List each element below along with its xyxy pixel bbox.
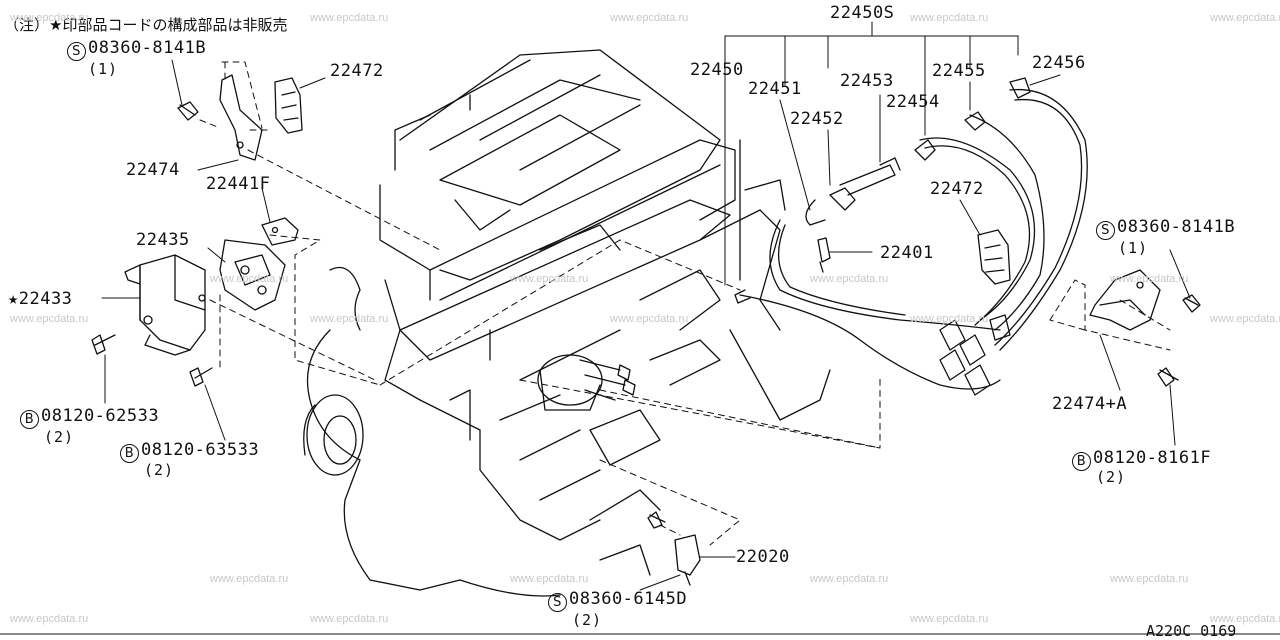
bolts-left-drawing — [91, 101, 213, 387]
assembly-dashed-lines — [199, 61, 1171, 546]
fastener-4-qty: (1) — [1118, 239, 1149, 257]
watermark: www.epcdata.ru — [910, 613, 989, 625]
watermark: www.epcdata.ru — [1210, 313, 1280, 325]
watermark: www.epcdata.ru — [910, 313, 989, 325]
fastener-6-qty: (2) — [572, 611, 603, 629]
spark-plug-drawing — [817, 237, 831, 273]
ignition-coil-drawing — [124, 254, 206, 356]
watermark: www.epcdata.ru — [1210, 613, 1280, 625]
bolts-right-drawing — [1157, 294, 1201, 387]
fastener-5-qty: (2) — [1096, 468, 1127, 486]
bracket-22474a-drawing — [1089, 269, 1161, 331]
part-22435: 22435 — [136, 230, 190, 250]
watermark: www.epcdata.ru — [210, 273, 289, 285]
watermark: www.epcdata.ru — [1110, 573, 1189, 585]
part-22454: 22454 — [886, 92, 940, 112]
part-22451: 22451 — [748, 79, 802, 99]
fastener-5-prefix: B — [1072, 452, 1091, 471]
part-22020: 22020 — [736, 547, 790, 567]
fastener-2-prefix: B — [20, 410, 39, 429]
fastener-3-prefix: B — [120, 444, 139, 463]
clip-22472-left-drawing — [274, 77, 303, 134]
bracket-22474-drawing — [219, 74, 263, 161]
part-22401: 22401 — [880, 243, 934, 263]
diagram-code: A220C 0169 — [1146, 622, 1237, 640]
watermark: www.epcdata.ru — [610, 12, 689, 24]
watermark: www.epcdata.ru — [810, 573, 889, 585]
part-22452: 22452 — [790, 109, 844, 129]
fastener-4-prefix: S — [1096, 221, 1115, 240]
fastener-1-prefix: S — [67, 42, 86, 61]
watermark: www.epcdata.ru — [1110, 273, 1189, 285]
fastener-3-code: 08120-63533 — [141, 440, 260, 460]
fastener-4-code: 08360-8141B — [1117, 217, 1236, 237]
watermark: www.epcdata.ru — [610, 313, 689, 325]
watermark: www.epcdata.ru — [10, 313, 89, 325]
part-22474a: 22474+A — [1052, 394, 1128, 414]
watermark: www.epcdata.ru — [310, 12, 389, 24]
fastener-1-qty: (1) — [88, 60, 119, 78]
coil-bracket-drawing — [219, 239, 286, 311]
fastener-5-code: 08120-8161F — [1093, 448, 1212, 468]
part-22453: 22453 — [840, 71, 894, 91]
part-22456: 22456 — [1032, 53, 1086, 73]
watermark: www.epcdata.ru — [210, 573, 289, 585]
part-22455: 22455 — [932, 61, 986, 81]
sensor-22020-drawing — [647, 511, 701, 586]
part-22474: 22474 — [126, 160, 180, 180]
part-22441f: 22441F — [206, 174, 271, 194]
watermark: www.epcdata.ru — [510, 573, 589, 585]
fastener-6-code: 08360-6145D — [569, 589, 688, 609]
fastener-2-code: 08120-62533 — [41, 406, 160, 426]
part-22450s: 22450S — [830, 3, 895, 23]
leader-lines — [101, 21, 1191, 591]
engine-block-drawing — [303, 49, 831, 597]
part-22472-right: 22472 — [930, 179, 984, 199]
fastener-3-qty: (2) — [144, 461, 175, 479]
watermark: www.epcdata.ru — [310, 313, 389, 325]
fastener-1-code: 08360-8141B — [88, 38, 207, 58]
ignition-leads-drawing — [734, 77, 1088, 396]
watermark: www.epcdata.ru — [310, 613, 389, 625]
clip-22472-right-drawing — [977, 229, 1011, 285]
fastener-6-prefix: S — [548, 593, 567, 612]
watermark: www.epcdata.ru — [910, 12, 989, 24]
fastener-2-qty: (2) — [44, 428, 75, 446]
bracket-22441f-drawing — [261, 217, 299, 246]
watermark: www.epcdata.ru — [810, 273, 889, 285]
watermark: www.epcdata.ru — [510, 273, 589, 285]
watermark: www.epcdata.ru — [1210, 12, 1280, 24]
watermark: www.epcdata.ru — [10, 613, 89, 625]
note-text: （注）★印部品コードの構成部品は非販売 — [4, 16, 288, 34]
part-22472-left: 22472 — [330, 61, 384, 81]
part-22450: 22450 — [690, 60, 744, 80]
watermark: www.epcdata.ru — [10, 12, 89, 24]
part-22433: ★22433 — [8, 289, 73, 309]
